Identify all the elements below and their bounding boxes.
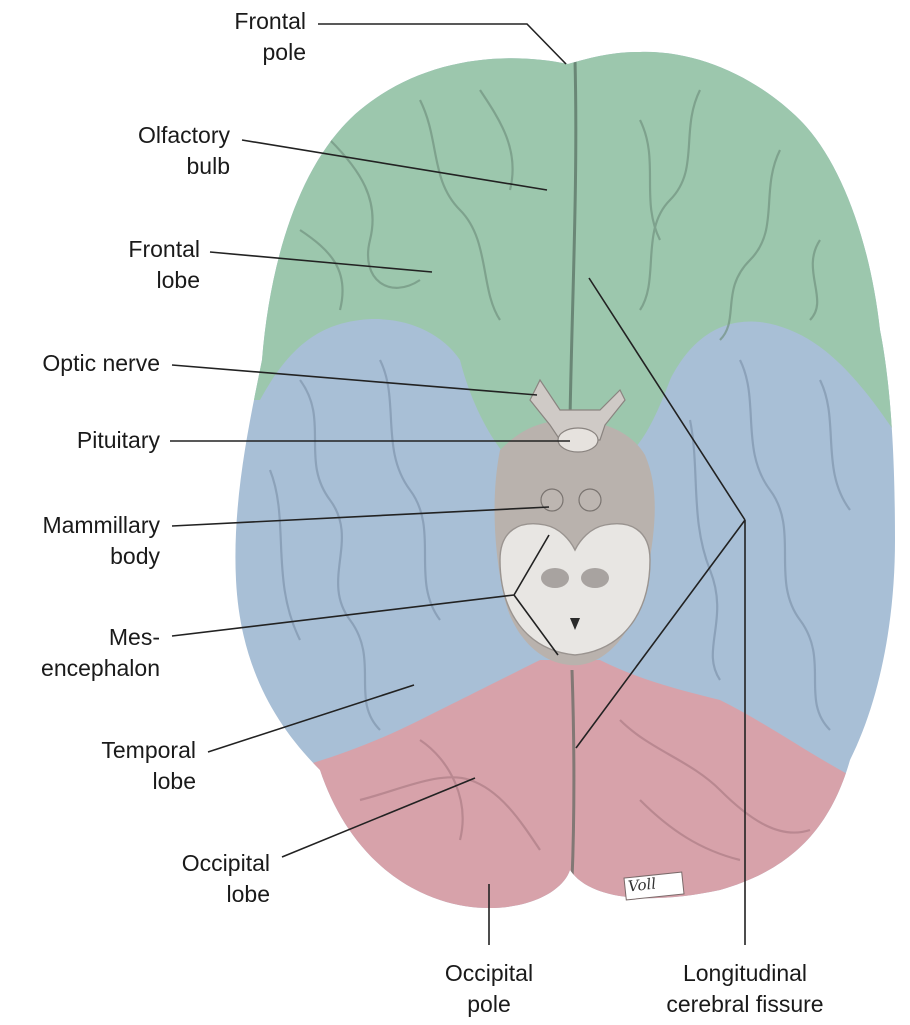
label-mammillary-body: Mammillary body: [0, 510, 160, 572]
label-line: Optic nerve: [0, 348, 160, 379]
label-mesencephalon: Mes- encephalon: [0, 622, 160, 684]
label-line: Mes-: [0, 622, 160, 653]
pituitary-shape: [558, 428, 598, 452]
label-occipital-pole: Occipital pole: [414, 958, 564, 1020]
signature-text: Voll: [627, 871, 658, 900]
label-line: Mammillary: [0, 510, 160, 541]
label-line: cerebral fissure: [640, 989, 850, 1020]
leader-frontal-pole: [318, 24, 566, 64]
label-line: Occipital: [414, 958, 564, 989]
label-line: Temporal: [50, 735, 196, 766]
label-line: Frontal: [196, 6, 306, 37]
label-frontal-pole: Frontal pole: [196, 6, 306, 68]
mammillary-shape-right: [579, 489, 601, 511]
label-line: lobe: [50, 766, 196, 797]
label-frontal-lobe: Frontal lobe: [90, 234, 200, 296]
label-longitudinal-fissure: Longitudinal cerebral fissure: [640, 958, 850, 1020]
label-line: body: [0, 541, 160, 572]
label-pituitary: Pituitary: [0, 425, 160, 456]
label-temporal-lobe: Temporal lobe: [50, 735, 196, 797]
label-optic-nerve: Optic nerve: [0, 348, 160, 379]
label-line: encephalon: [0, 653, 160, 684]
label-line: Frontal: [90, 234, 200, 265]
label-line: Pituitary: [0, 425, 160, 456]
label-line: Longitudinal: [640, 958, 850, 989]
label-line: lobe: [120, 879, 270, 910]
label-line: pole: [414, 989, 564, 1020]
label-line: bulb: [90, 151, 230, 182]
label-line: pole: [196, 37, 306, 68]
label-line: lobe: [90, 265, 200, 296]
label-line: Occipital: [120, 848, 270, 879]
label-line: Olfactory: [90, 120, 230, 151]
label-olfactory-bulb: Olfactory bulb: [90, 120, 230, 182]
label-occipital-lobe: Occipital lobe: [120, 848, 270, 910]
